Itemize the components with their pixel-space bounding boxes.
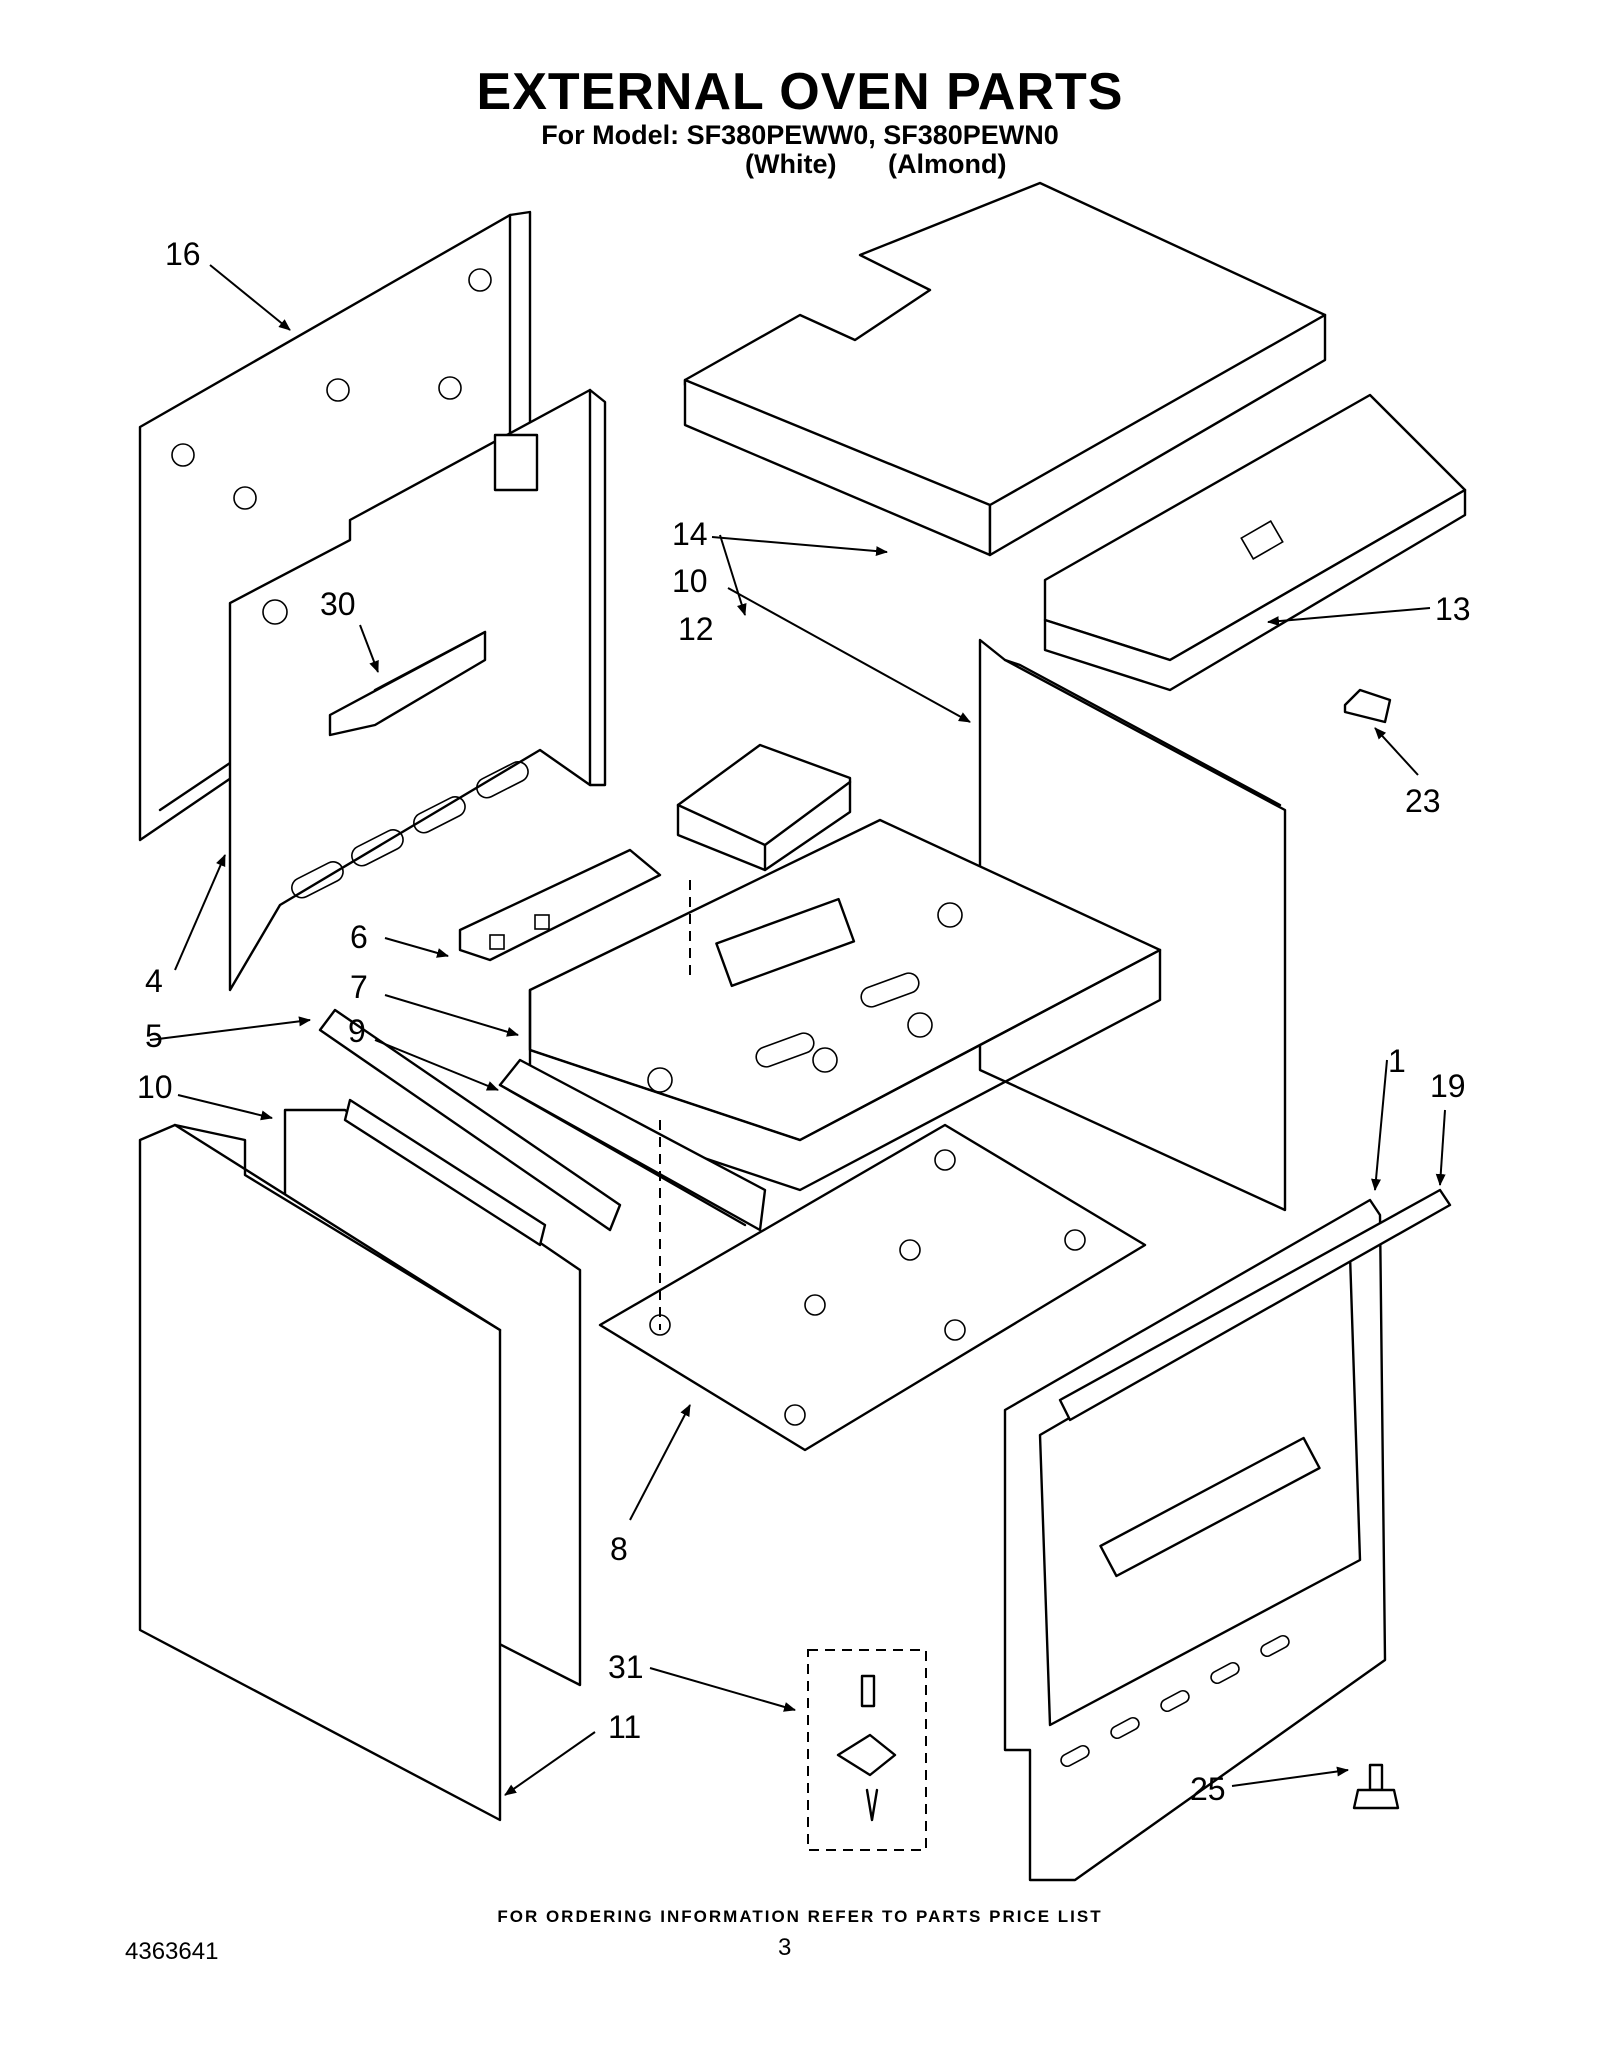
part-8-bottom-plate [598, 1123, 1147, 1452]
part-11-side-panel [138, 1123, 502, 1822]
part-14-top-panel [683, 181, 1327, 557]
part-13-control-bracket [1043, 393, 1467, 692]
callout-25: 25 [1190, 1771, 1226, 1807]
page-title: EXTERNAL OVEN PARTS [476, 63, 1124, 121]
callout-5: 5 [145, 1018, 163, 1054]
document-number: 4363641 [125, 1938, 219, 1965]
part-6-bracket [458, 848, 662, 962]
part-1-front-frame [1003, 1198, 1387, 1882]
callout-7: 7 [350, 969, 368, 1005]
page-number: 3 [778, 1934, 792, 1961]
callout-31: 31 [608, 1649, 644, 1685]
callout-12: 12 [678, 611, 714, 647]
part-5-trim-strip [318, 1008, 622, 1232]
callout-8: 8 [610, 1531, 628, 1567]
part-19-strip [1058, 1188, 1452, 1422]
part-23-clip [1343, 688, 1392, 724]
callout-4: 4 [145, 963, 163, 999]
callout-11: 11 [608, 1709, 641, 1745]
callout-19: 19 [1430, 1068, 1466, 1104]
callout-10-right: 10 [672, 563, 708, 599]
part-9-bracket [498, 1058, 767, 1232]
variant-white-label: (White) [745, 149, 837, 179]
callout-14: 14 [672, 516, 708, 552]
callout-13: 13 [1435, 591, 1471, 627]
callout-10-left: 10 [137, 1069, 173, 1105]
part-31-anti-tip-kit [807, 1649, 927, 1851]
callout-1: 1 [1388, 1043, 1406, 1079]
part-12-cover [676, 743, 852, 872]
callout-6: 6 [350, 919, 368, 955]
callout-arrows [149, 264, 1446, 1796]
callout-30: 30 [320, 586, 356, 622]
variant-almond-label: (Almond) [888, 149, 1007, 179]
model-subtitle: For Model: SF380PEWW0, SF380PEWN0 [541, 120, 1059, 150]
callout-9: 9 [348, 1013, 366, 1049]
callout-23: 23 [1405, 783, 1441, 819]
part-30-bracket [328, 630, 487, 737]
part-25-leveling-leg [1352, 1763, 1400, 1810]
callout-16: 16 [165, 236, 201, 272]
ordering-note: FOR ORDERING INFORMATION REFER TO PARTS … [497, 1907, 1103, 1926]
